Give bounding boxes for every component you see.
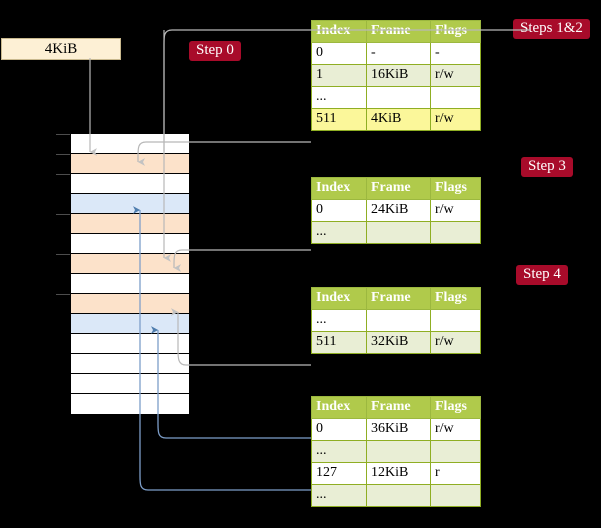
- column-header-frame: Frame: [366, 20, 431, 43]
- cell-flags: r/w: [430, 64, 481, 87]
- cell-flags: [430, 86, 481, 109]
- cell-flags: [430, 221, 481, 244]
- column-header-frame: Frame: [366, 287, 431, 310]
- cell-index: ...: [311, 484, 367, 507]
- memory-frame-row: [71, 314, 189, 334]
- wire-t3-to-memory: [173, 249, 311, 272]
- memory-tick: [56, 134, 71, 135]
- cell-frame: [366, 484, 431, 507]
- table-row: 0--: [311, 42, 481, 65]
- cell-index: 127: [311, 462, 367, 485]
- memory-frame-row: [71, 394, 189, 414]
- memory-frame-row: [71, 294, 189, 314]
- cell-frame: [366, 440, 431, 463]
- table-row: ...: [311, 309, 481, 332]
- memory-frame-row: [71, 154, 189, 174]
- memory-frame-row: [71, 254, 189, 274]
- cell-index: ...: [311, 86, 367, 109]
- column-header-index: Index: [311, 177, 367, 200]
- cell-frame: 16KiB: [366, 64, 431, 87]
- cell-index: 0: [311, 418, 367, 441]
- frame-size-label: 4KiB: [1, 38, 121, 60]
- memory-frame-row: [71, 354, 189, 374]
- cell-frame: 32KiB: [366, 331, 431, 354]
- cell-index: 511: [311, 331, 367, 354]
- cell-flags: r: [430, 462, 481, 485]
- column-header-flags: Flags: [430, 20, 481, 43]
- cell-frame: [366, 86, 431, 109]
- step-badge-step-4: Step 4: [516, 265, 568, 285]
- memory-frame-row: [71, 334, 189, 354]
- cell-index: 1: [311, 64, 367, 87]
- cell-frame: [366, 221, 431, 244]
- memory-tick: [56, 214, 71, 215]
- cell-flags: [430, 440, 481, 463]
- memory-tick: [56, 254, 71, 255]
- cell-frame: -: [366, 42, 431, 65]
- column-header-index: Index: [311, 396, 367, 419]
- cell-flags: r/w: [430, 418, 481, 441]
- table-row: ...: [311, 440, 481, 463]
- table-row: ...: [311, 86, 481, 109]
- cell-flags: r/w: [430, 199, 481, 222]
- cell-index: ...: [311, 309, 367, 332]
- column-header-flags: Flags: [430, 396, 481, 419]
- memory-frame-row: [71, 274, 189, 294]
- memory-tick: [56, 174, 71, 175]
- cell-frame: 24KiB: [366, 199, 431, 222]
- cell-flags: [430, 309, 481, 332]
- memory-frame-row: [71, 174, 189, 194]
- cell-flags: [430, 484, 481, 507]
- step-badge-step-3: Step 3: [521, 157, 573, 177]
- memory-frame-row: [71, 374, 189, 394]
- wire-t2-to-memory: [170, 308, 311, 366]
- memory-frame-row: [71, 134, 189, 154]
- memory-frame-row: [71, 214, 189, 234]
- column-header-flags: Flags: [430, 287, 481, 310]
- table-row: ...: [311, 221, 481, 244]
- memory-frame-row: [71, 234, 189, 254]
- cell-index: 511: [311, 108, 367, 131]
- memory-frame-row: [71, 194, 189, 214]
- cell-frame: [366, 309, 431, 332]
- step-badge-step-0: Step 0: [189, 41, 241, 61]
- cell-index: 0: [311, 42, 367, 65]
- cell-index: 0: [311, 199, 367, 222]
- cell-flags: r/w: [430, 331, 481, 354]
- column-header-frame: Frame: [366, 177, 431, 200]
- memory-tick: [56, 294, 71, 295]
- physical-memory-column: [70, 133, 190, 415]
- cell-frame: 36KiB: [366, 418, 431, 441]
- memory-tick: [56, 154, 71, 155]
- table-row: ...: [311, 484, 481, 507]
- cell-index: ...: [311, 440, 367, 463]
- cell-frame: 4KiB: [366, 108, 431, 131]
- cell-index: ...: [311, 221, 367, 244]
- column-header-flags: Flags: [430, 177, 481, 200]
- cell-frame: 12KiB: [366, 462, 431, 485]
- column-header-frame: Frame: [366, 396, 431, 419]
- step-badge-steps-1-2: Steps 1&2: [513, 19, 590, 39]
- column-header-index: Index: [311, 287, 367, 310]
- cell-flags: -: [430, 42, 481, 65]
- cell-flags: r/w: [430, 108, 481, 131]
- column-header-index: Index: [311, 20, 367, 43]
